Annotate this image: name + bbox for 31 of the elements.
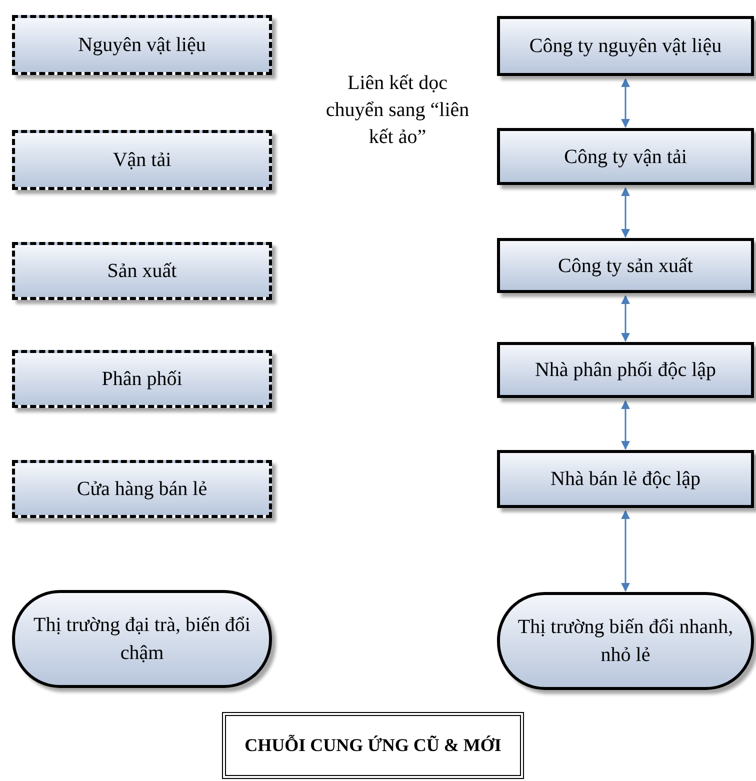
double-arrow bbox=[621, 187, 630, 238]
node-label: Công ty sản xuất bbox=[558, 254, 693, 278]
double-arrow bbox=[621, 78, 630, 128]
double-arrow bbox=[621, 400, 630, 450]
node-label: Vận tải bbox=[112, 148, 172, 173]
process-box bbox=[497, 238, 754, 293]
rounded-box bbox=[12, 590, 272, 688]
double-arrow bbox=[621, 510, 630, 592]
node-label: Phân phối bbox=[102, 367, 182, 392]
node-label: Nguyên vật liệu bbox=[78, 33, 206, 58]
node-label: Công ty vận tải bbox=[564, 144, 687, 170]
node-label: Sản xuất bbox=[107, 259, 177, 284]
node-label: Thị trường đại trà, biến đổi chậm bbox=[32, 613, 252, 666]
rounded-box bbox=[497, 592, 754, 690]
node-label: Thị trường biến đổi nhanh, nhỏ lẻ bbox=[516, 615, 734, 668]
dashed-box bbox=[12, 130, 272, 190]
double-arrow bbox=[621, 295, 630, 342]
process-box bbox=[497, 450, 754, 508]
title-box: CHUỖI CUNG ỨNG CŨ & MỚI bbox=[222, 712, 524, 779]
process-box bbox=[497, 16, 754, 76]
process-box bbox=[497, 128, 754, 185]
node-label: Cửa hàng bán lẻ bbox=[76, 477, 208, 502]
node-label: Nhà phân phối độc lập bbox=[534, 358, 716, 383]
node-label: Công ty nguyên vật liệu bbox=[529, 34, 722, 59]
process-box bbox=[497, 342, 754, 398]
dashed-box bbox=[12, 242, 272, 300]
dashed-box bbox=[12, 15, 272, 75]
node-label: Nhà bán lẻ độc lập bbox=[550, 467, 700, 492]
dashed-box bbox=[12, 350, 272, 408]
dashed-box bbox=[12, 460, 272, 518]
annotation-text: Liên kết dọc chuyển sang “liên kết ảo” bbox=[325, 71, 470, 150]
